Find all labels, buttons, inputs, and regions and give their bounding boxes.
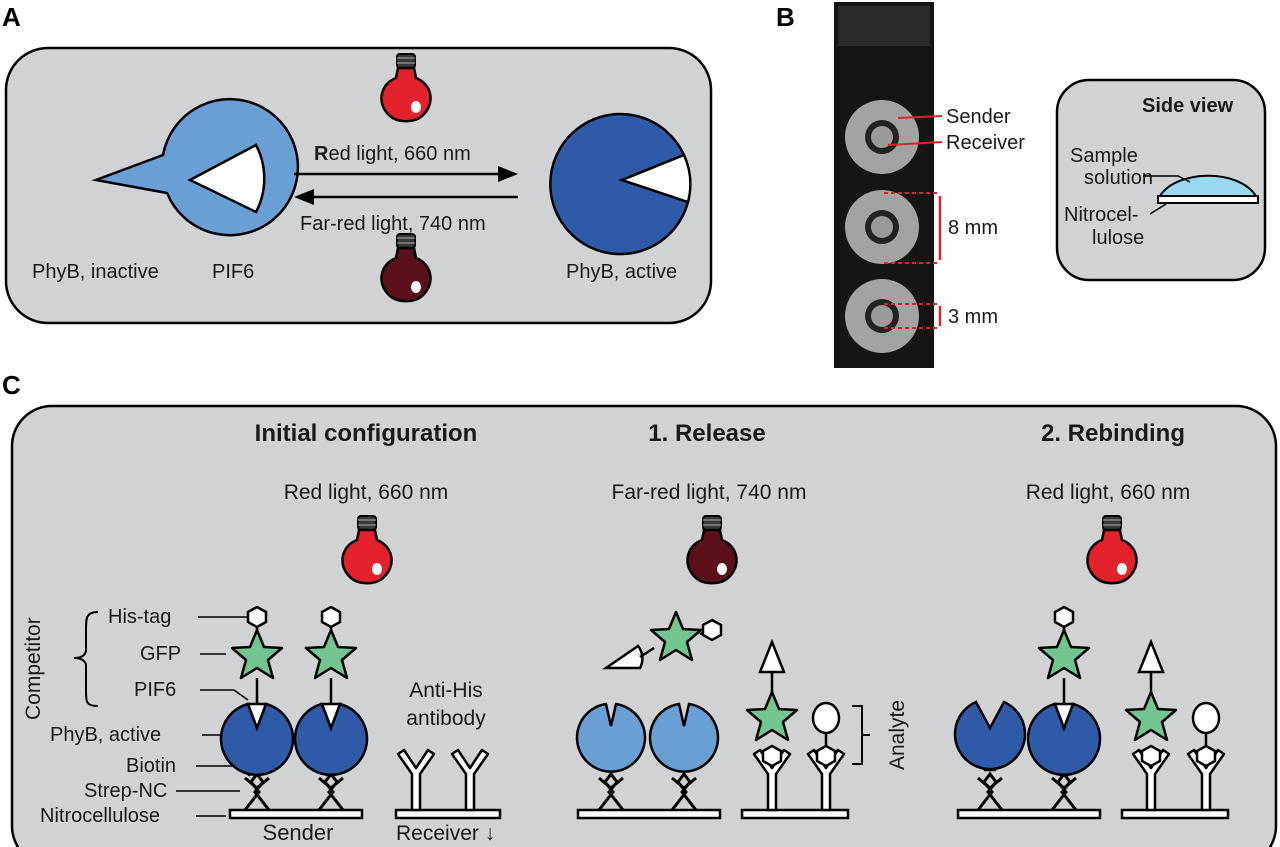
analyte-his-1 xyxy=(761,744,783,768)
released-his-tag xyxy=(701,618,723,642)
far-red-light-label: Far-red light, 740 nm xyxy=(300,213,486,235)
sample-solution-shape xyxy=(1158,174,1258,197)
panel-a-label: A xyxy=(2,2,21,32)
sample-label-1: Sample xyxy=(1070,145,1138,167)
analyte-his-2 xyxy=(815,744,837,768)
phyb-active-2 xyxy=(293,702,369,777)
pif6-leader xyxy=(200,689,249,701)
sender-strip-rebinding xyxy=(956,808,1102,820)
receiver-strip-initial xyxy=(394,808,502,820)
nitro-pointer xyxy=(1149,203,1167,215)
sender-label: Sender xyxy=(946,106,1011,128)
sample-label-2: solution xyxy=(1084,167,1153,189)
nitro-label-1: Nitrocel- xyxy=(1064,204,1138,226)
stage-light-rebinding: Red light, 660 nm xyxy=(1026,481,1191,504)
device-top xyxy=(838,6,930,46)
stage-title-initial: Initial configuration xyxy=(255,420,478,447)
strep-nc-label: Strep-NC xyxy=(84,780,167,802)
side-view-title: Side view xyxy=(1142,95,1234,117)
pif6-bound-shape xyxy=(618,153,692,204)
sender-strip-release xyxy=(576,808,722,820)
ring-center-2 xyxy=(871,216,893,238)
phyb-inactive-1 xyxy=(575,702,647,773)
panel-b-label: B xyxy=(776,2,795,32)
his-tag-1 xyxy=(246,605,268,629)
phyb-active-label: PhyB, active xyxy=(566,261,677,283)
red-light-label: Red light, 660 nm xyxy=(314,143,471,165)
nitrocellulose-strip xyxy=(1157,195,1259,204)
stage-title-rebinding: 2. Rebinding xyxy=(1041,420,1185,447)
sender-pointer xyxy=(897,115,943,119)
anti-his-label-1: Anti-His xyxy=(409,679,483,702)
analyte-his-4 xyxy=(1195,744,1217,768)
phyb-active-label-c: PhyB, active xyxy=(50,724,161,746)
reverse-arrow-head xyxy=(294,189,314,205)
biotin-label: Biotin xyxy=(126,755,176,777)
competitor-brace xyxy=(73,611,99,707)
ring-center-3 xyxy=(871,305,893,327)
anti-his-label-2: antibody xyxy=(406,707,486,730)
side-view-box xyxy=(1055,78,1267,282)
his-tag-2 xyxy=(320,605,342,629)
his-tag-label: His-tag xyxy=(108,606,171,628)
panel-a-background xyxy=(4,46,713,325)
phyb-active-1 xyxy=(219,702,295,777)
analyte-pif6-3 xyxy=(1137,638,1165,674)
analyte-label: Analyte xyxy=(886,700,909,770)
competitor-label: Competitor xyxy=(22,617,45,720)
sample-pointer xyxy=(1143,175,1191,183)
phyb-inactive-label: PhyB, inactive xyxy=(32,261,159,283)
gfp-label: GFP xyxy=(140,643,181,665)
sender-strip-initial xyxy=(228,808,364,820)
analyte-oval-2 xyxy=(1191,701,1221,735)
nitrocellulose-label: Nitrocellulose xyxy=(40,805,160,827)
his-tag-3 xyxy=(1053,605,1075,629)
analyte-his-3 xyxy=(1140,744,1162,768)
pif6-shape xyxy=(187,143,266,214)
phyb-inactive-2 xyxy=(648,702,720,773)
sender-label-c: Sender xyxy=(263,820,334,845)
stage-light-release: Far-red light, 740 nm xyxy=(612,481,807,504)
analyte-pif6-1 xyxy=(758,638,786,674)
dim-3mm-label: 3 mm xyxy=(948,306,998,328)
receiver-strip-rebinding xyxy=(1120,808,1230,820)
receiver-strip-release xyxy=(740,808,850,820)
released-stem xyxy=(639,646,655,659)
receiver-label: Receiver xyxy=(946,132,1025,154)
receiver-pointer xyxy=(887,141,943,146)
pif6-label: PIF6 xyxy=(212,261,254,283)
phyb-active-empty xyxy=(953,700,1027,771)
stage-light-initial: Red light, 660 nm xyxy=(284,481,449,504)
analyte-oval xyxy=(811,701,841,735)
pif6-label-c: PIF6 xyxy=(134,679,176,701)
dim-8mm-label: 8 mm xyxy=(948,217,998,239)
phyb-active-3 xyxy=(1026,702,1102,777)
analyte-bracket xyxy=(852,705,870,765)
stage-title-release: 1. Release xyxy=(648,420,765,447)
panel-c-label: C xyxy=(2,370,21,400)
panel-c-background xyxy=(10,404,1278,847)
forward-arrow-head xyxy=(498,166,518,182)
receiver-label-c: Receiver ↓ xyxy=(396,822,495,845)
phyb-active-shape xyxy=(549,112,690,256)
nitro-label-2: lulose xyxy=(1092,227,1144,249)
ring-center-1 xyxy=(871,126,893,148)
